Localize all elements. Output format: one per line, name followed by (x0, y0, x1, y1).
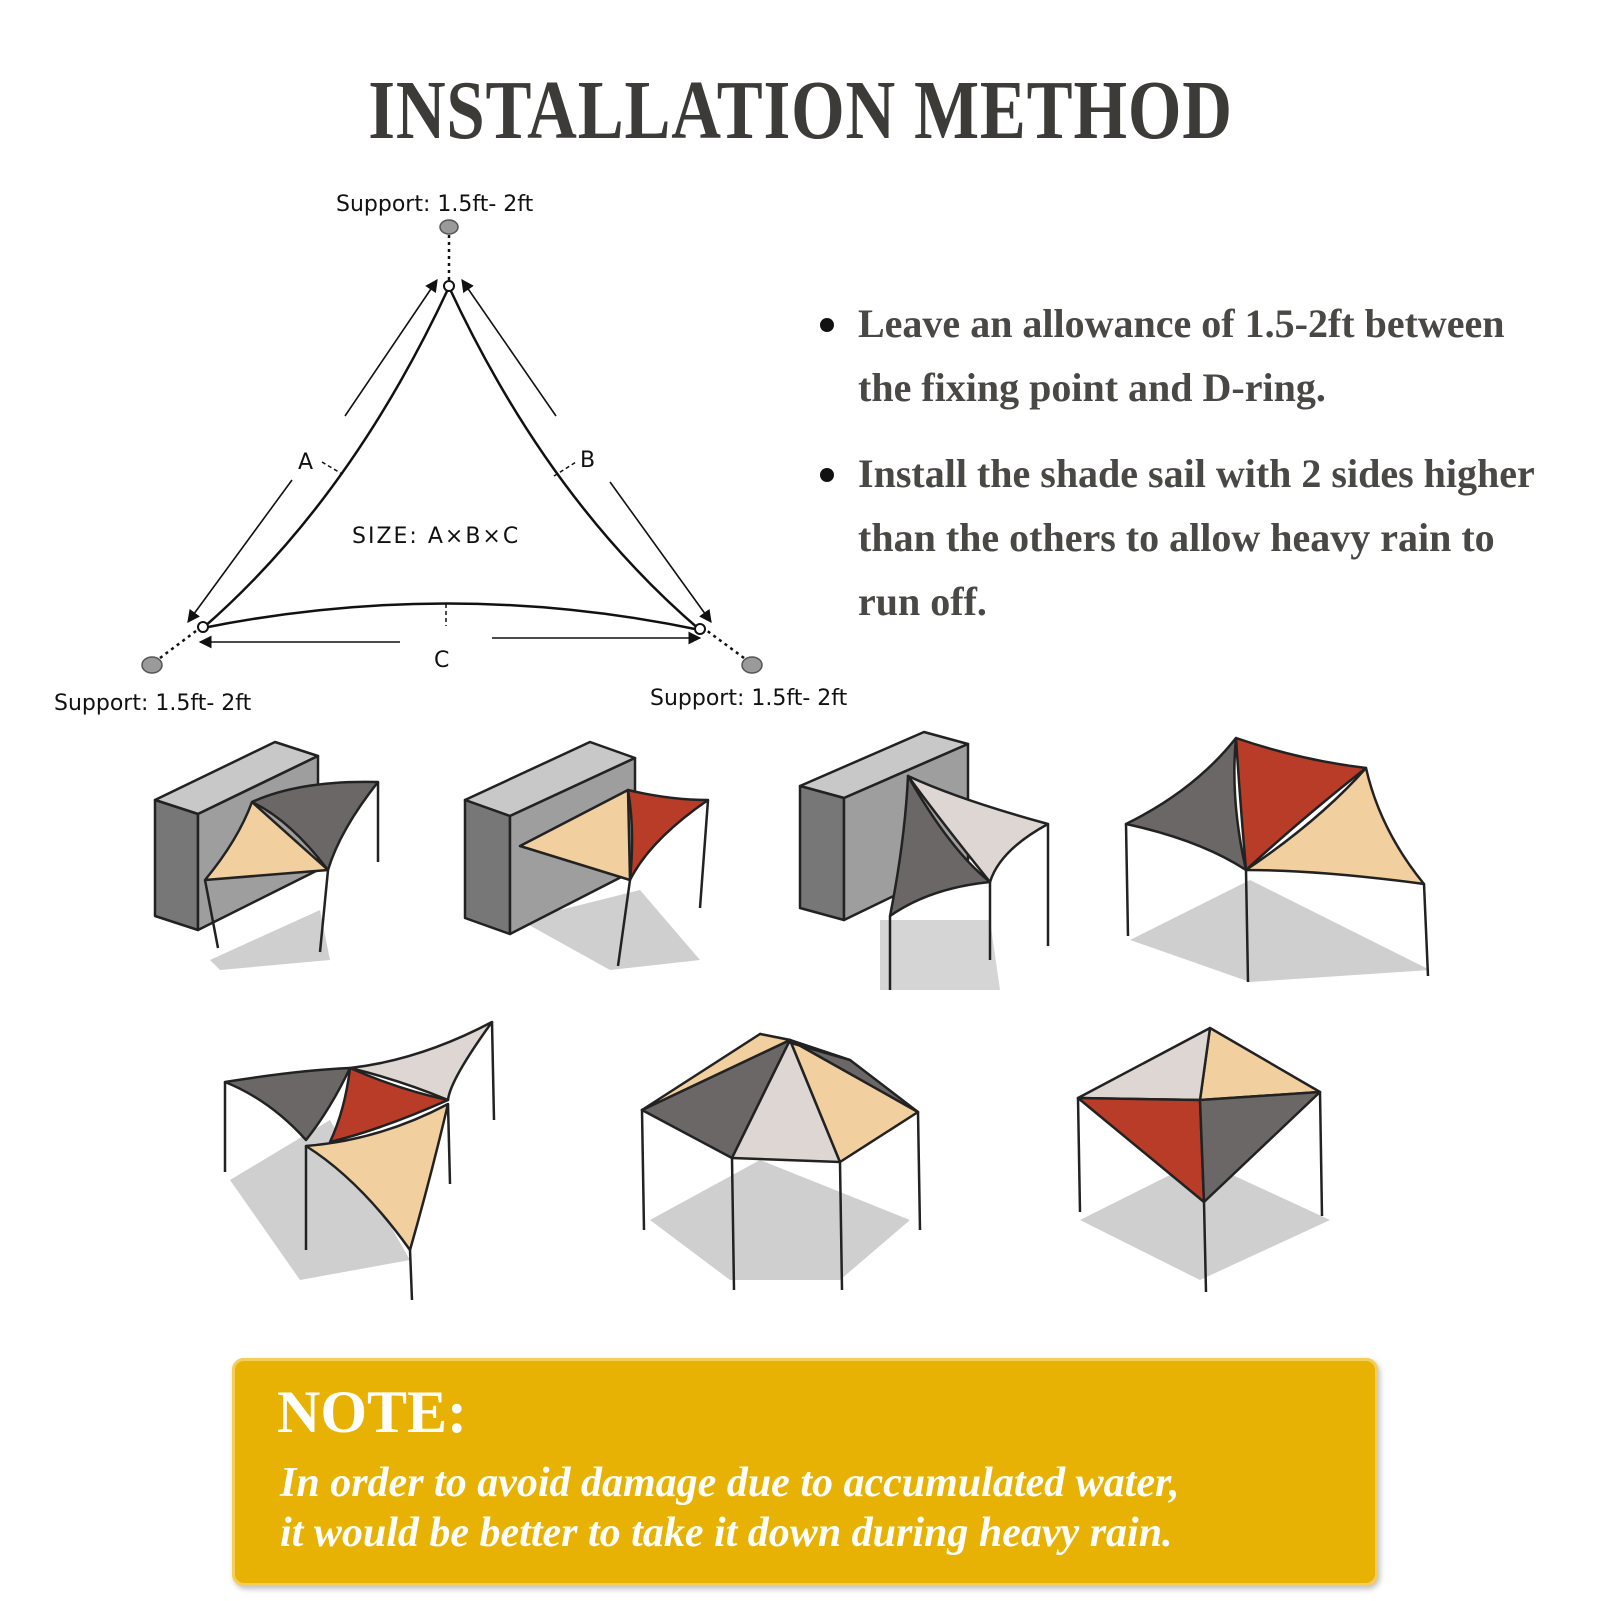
example-wall-two-sails-b (463, 740, 710, 970)
tip-item: Leave an allowance of 1.5-2ft between th… (820, 292, 1540, 420)
example-wall-two-sails-c (798, 730, 1050, 990)
bullet-icon (820, 468, 834, 482)
side-label-a: A (298, 450, 313, 475)
dimension-arrow-a-upper (344, 278, 438, 417)
note-box: NOTE: In order to avoid damage due to ac… (232, 1358, 1378, 1586)
support-post-top (439, 219, 459, 235)
note-line-2: it would be better to take it down durin… (280, 1510, 1173, 1556)
size-formula: SIZE: A×B×C (352, 524, 520, 549)
sail-outline (198, 284, 701, 632)
side-label-b: B (580, 448, 595, 473)
support-post-right (741, 656, 763, 674)
example-hexagon-six-sails (640, 1032, 922, 1291)
dimension-arrow-b-lower (609, 481, 712, 624)
note-text: In order to avoid damage due to accumula… (280, 1458, 1360, 1558)
dimension-arrow-b-upper (461, 278, 557, 417)
example-wall-two-sails (153, 740, 380, 970)
example-freestanding-three-sails (1124, 736, 1430, 983)
triangle-size-diagram: Support: 1.5ft- 2ft Support: 1.5ft- 2ft … (54, 192, 848, 716)
support-label-right: Support: 1.5ft- 2ft (650, 686, 848, 711)
support-post-left (141, 656, 163, 674)
bullet-icon (820, 318, 834, 332)
example-square-four-sails (1076, 1026, 1330, 1293)
support-label-left: Support: 1.5ft- 2ft (54, 691, 252, 716)
example-four-sails-row (223, 1020, 496, 1301)
page-title: INSTALLATION METHOD (368, 64, 1233, 157)
support-label-top: Support: 1.5ft- 2ft (336, 192, 534, 217)
side-label-c: C (434, 648, 449, 673)
installation-tips: Leave an allowance of 1.5-2ft between th… (820, 292, 1540, 656)
dimension-arrow-a-lower (187, 479, 293, 624)
installation-examples (153, 730, 1430, 1301)
note-line-1: In order to avoid damage due to accumula… (280, 1460, 1180, 1506)
tip-item: Install the shade sail with 2 sides high… (820, 442, 1540, 634)
note-title: NOTE: (277, 1379, 468, 1445)
